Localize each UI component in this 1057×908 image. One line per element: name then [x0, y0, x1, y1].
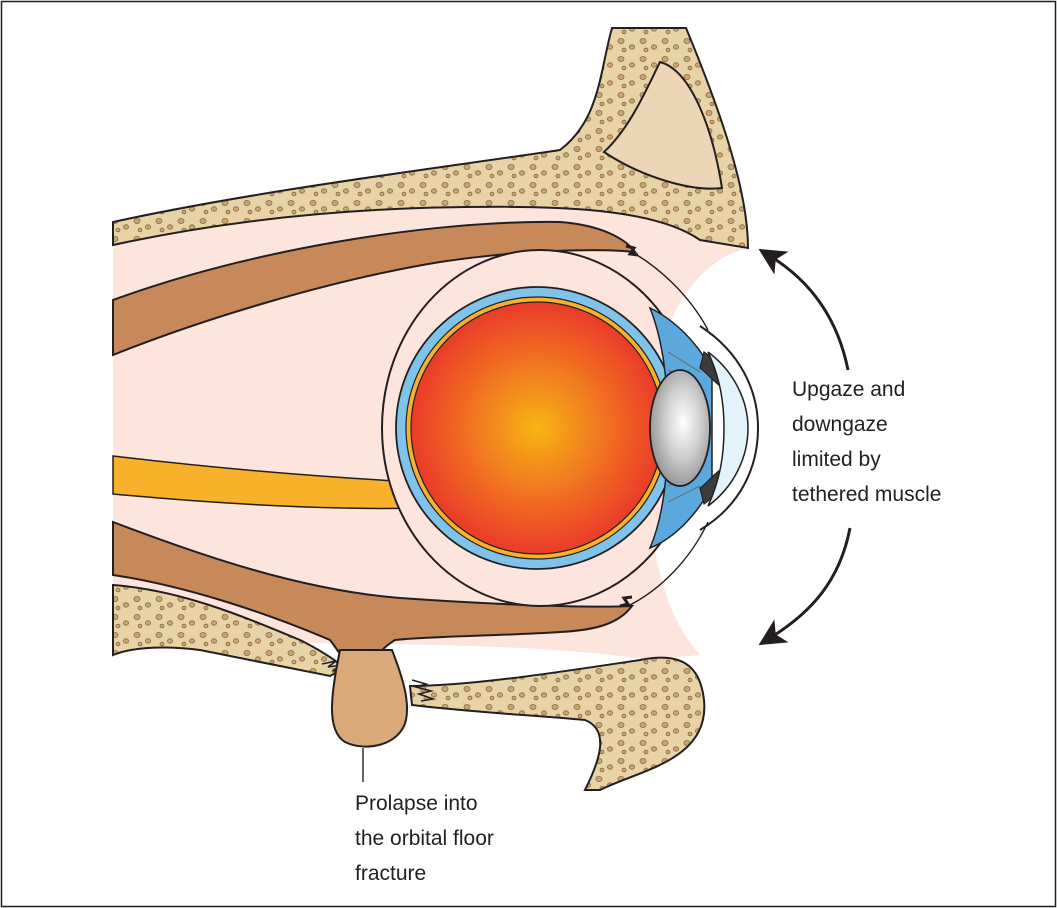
upper-conjunctiva — [631, 251, 709, 331]
orbital-floor-bone-right — [408, 656, 706, 791]
prolapsed-tissue — [331, 649, 408, 748]
prolapse-label-line-3: fracture — [355, 862, 427, 885]
lower-conjunctiva — [627, 521, 709, 607]
prolapse-label-line-1: Prolapse into — [355, 792, 478, 815]
gaze-label-line-1: Upgaze and — [792, 378, 906, 401]
prolapse-label: Prolapse into the orbital floor fracture — [355, 786, 494, 891]
orbital-roof-bone — [112, 27, 750, 250]
lower-muscle-insertion — [619, 595, 633, 608]
inferior-rectus-muscle — [112, 520, 635, 670]
downgaze-arrow — [758, 527, 852, 646]
retina — [410, 301, 664, 555]
fracture-edge-right — [411, 679, 437, 702]
gaze-label-line-3: limited by — [792, 448, 881, 471]
lens — [649, 369, 711, 487]
gaze-label-line-2: downgaze — [792, 413, 888, 436]
cornea — [699, 325, 760, 531]
anterior-chamber — [707, 351, 749, 507]
upgaze-arrow — [758, 248, 850, 371]
upper-muscle-insertion — [625, 244, 639, 257]
gaze-label-line-4: tethered muscle — [792, 483, 942, 506]
prolapse-label-line-2: the orbital floor — [355, 827, 494, 850]
gaze-limitation-label: Upgaze and downgaze limited by tethered … — [792, 372, 941, 512]
frontal-sinus — [602, 60, 724, 190]
